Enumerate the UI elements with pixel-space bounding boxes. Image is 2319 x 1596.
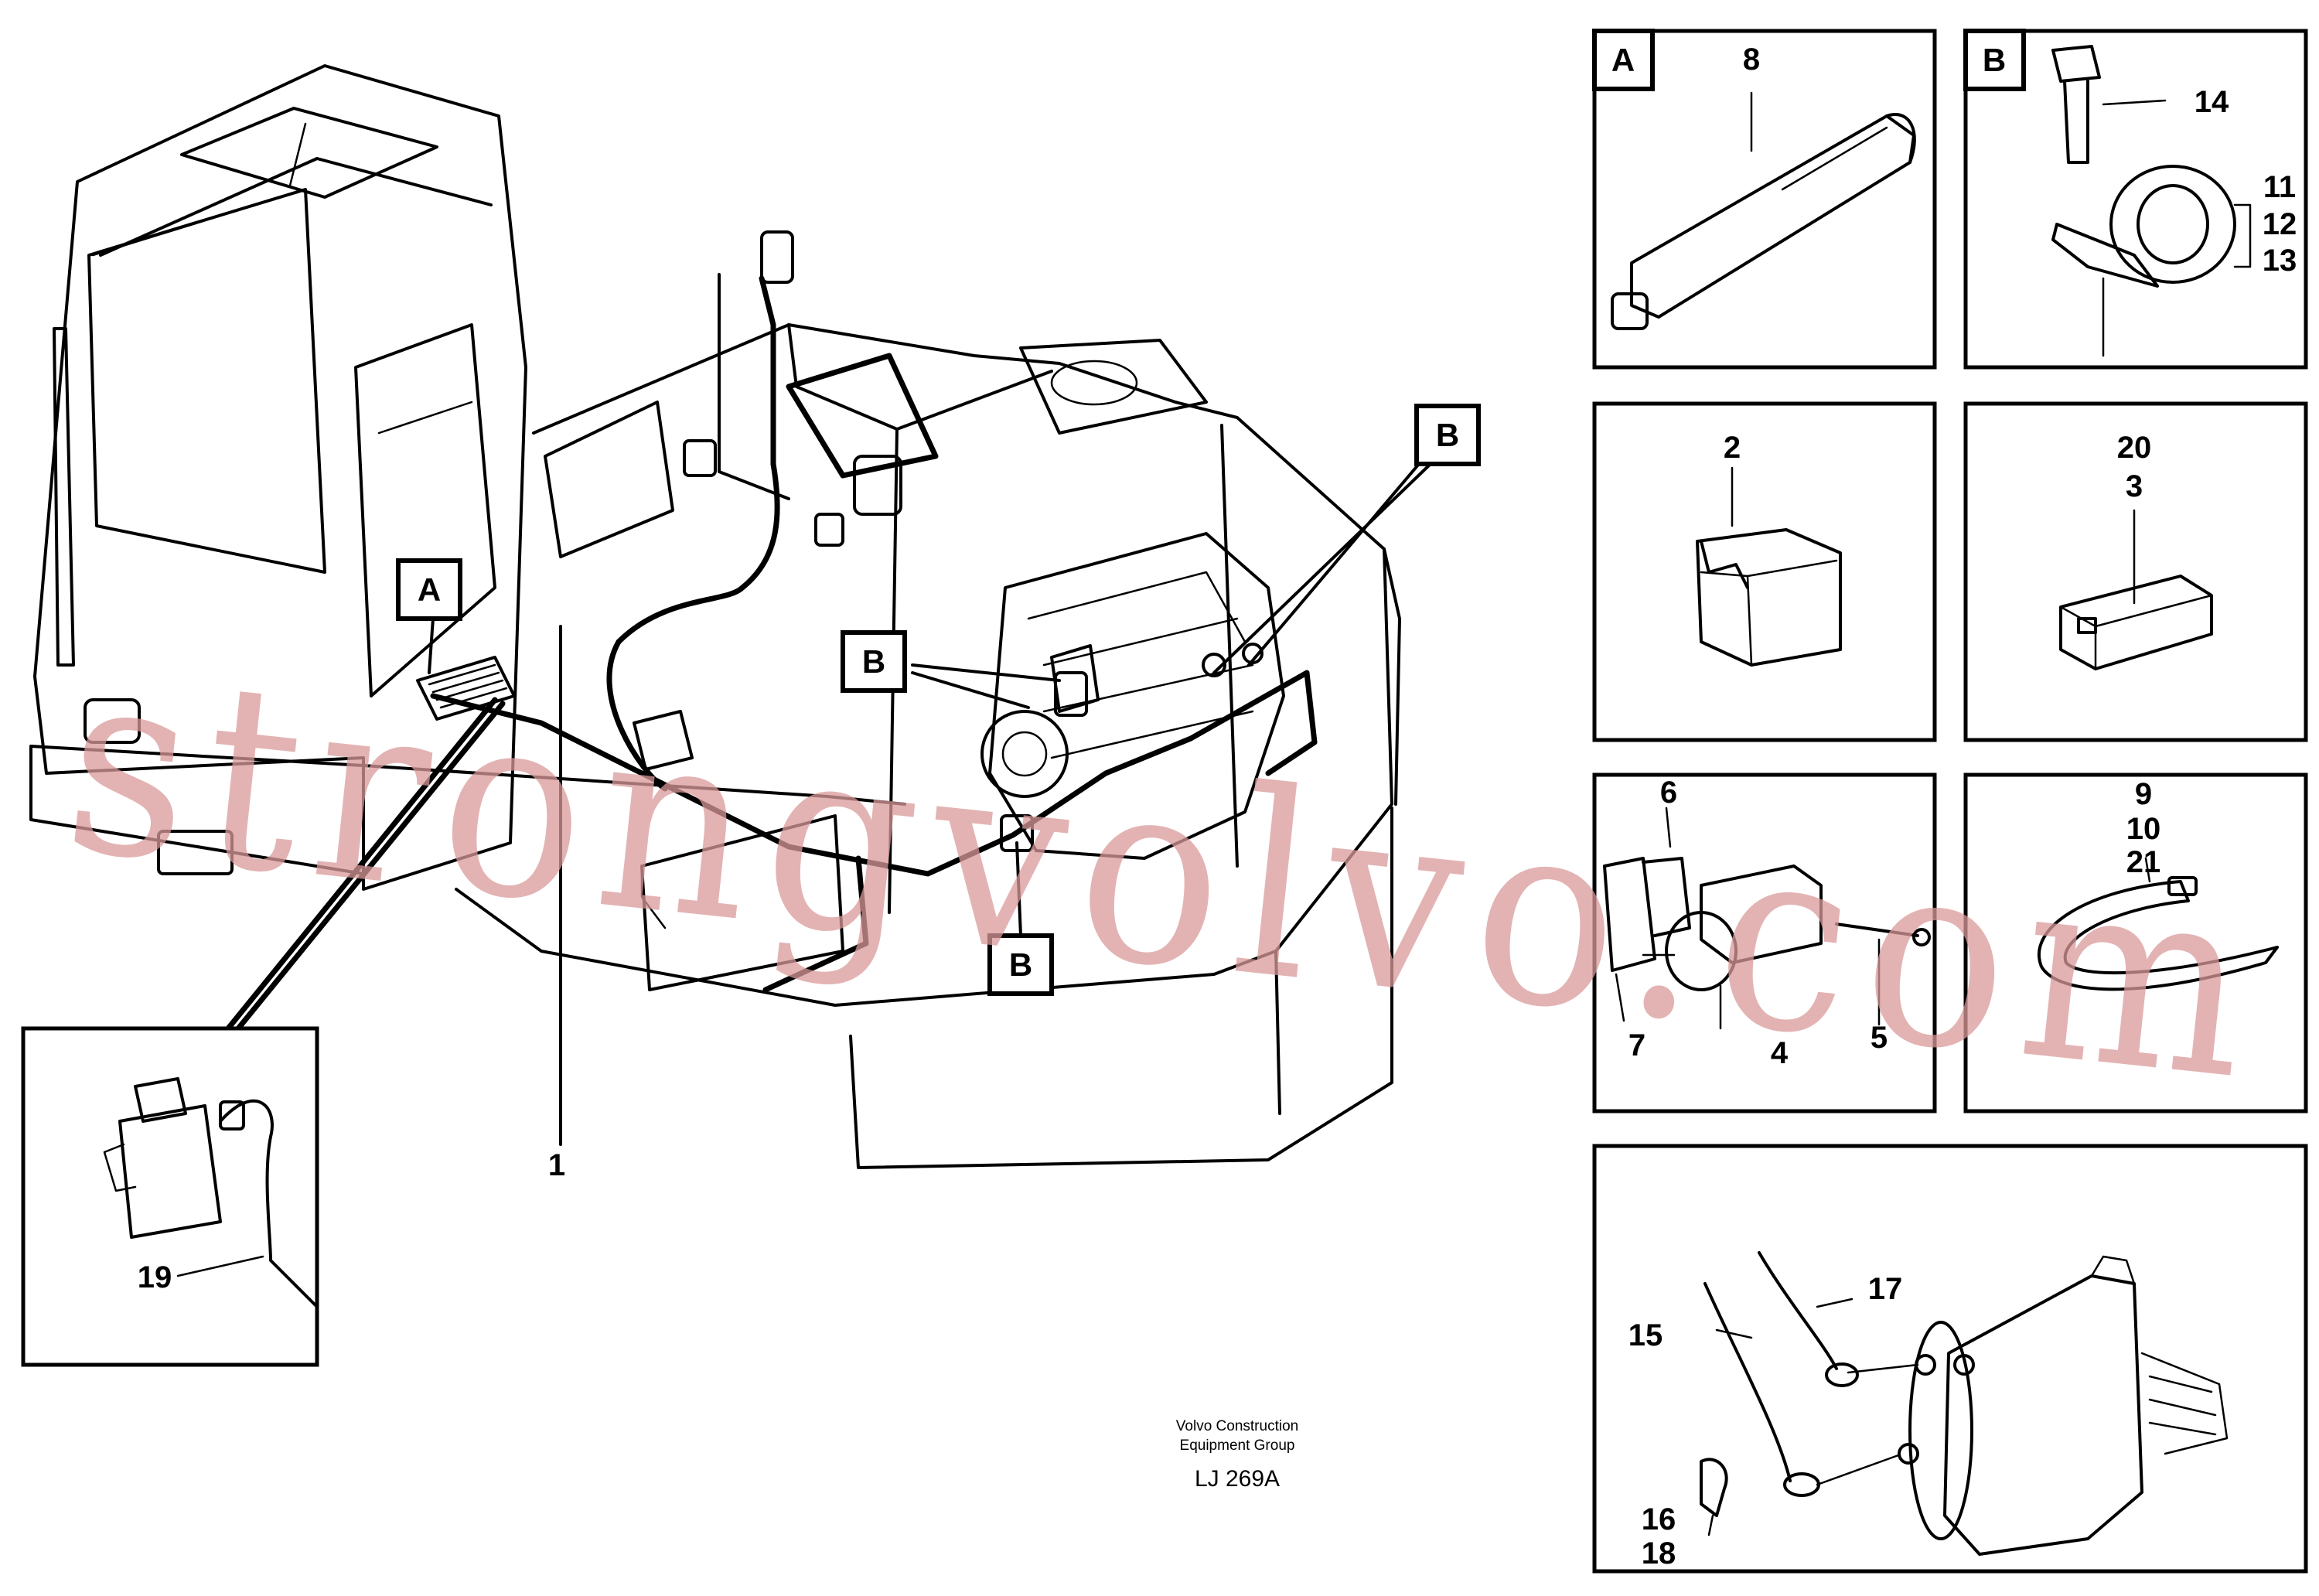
detail-panel-6-label-15: 15 (1628, 1318, 1663, 1352)
label-harness-1: 1 (548, 1148, 565, 1182)
inset-reservoir: 19 (21, 1026, 319, 1367)
detail-panel-4-label-7: 7 (1628, 1028, 1645, 1062)
detail-panel-5-label-10: 10 (2126, 812, 2161, 846)
callout-b-mid: B (841, 630, 907, 693)
detail-panel-4-label-6: 6 (1660, 776, 1677, 810)
detail-panel-4-label-5: 5 (1871, 1021, 1888, 1055)
callout-b-mid-label: B (862, 643, 885, 680)
detail-panel-b-tag: B (1983, 42, 2006, 78)
footer-code: LJ 269A (1195, 1466, 1280, 1492)
footer-line1: Volvo Construction (1176, 1418, 1298, 1434)
watermark-text: strongvolvo.com (54, 612, 2277, 1137)
detail-panel-a: A 8 (1592, 29, 1937, 370)
callout-a-main-label: A (418, 571, 441, 608)
detail-panel-3-label-3: 3 (2126, 469, 2143, 503)
detail-panel-4-label-4: 4 (1771, 1036, 1789, 1070)
detail-panel-b-label-13: 13 (2263, 244, 2297, 278)
detail-panel-6-label-16: 16 (1642, 1502, 1676, 1536)
callout-a-main: A (396, 558, 462, 621)
detail-panel-3-label-20: 20 (2117, 431, 2152, 465)
detail-panel-3: 20 3 (1963, 401, 2308, 742)
detail-panel-b: B 14 11 12 13 (1963, 29, 2308, 370)
callout-b-bottom-label: B (1009, 946, 1032, 983)
inset-reservoir-label-19: 19 (138, 1260, 172, 1294)
detail-panel-5: 9 10 21 (1963, 772, 2308, 1113)
detail-panel-b-label-12: 12 (2263, 207, 2297, 241)
detail-panel-a-tag: A (1611, 42, 1635, 78)
footer: Volvo Construction Equipment Group LJ 26… (1176, 1418, 1298, 1492)
callout-b-bottom: B (987, 933, 1054, 996)
detail-panel-b-label-14: 14 (2195, 85, 2229, 119)
detail-panel-2: 2 (1592, 401, 1937, 742)
detail-panel-b-label-11: 11 (2263, 170, 2296, 204)
excavator-illustration (29, 64, 1432, 1169)
detail-panel-6-label-17: 17 (1868, 1272, 1903, 1306)
detail-panel-2-label-2: 2 (1724, 431, 1741, 465)
detail-panel-5-label-9: 9 (2135, 777, 2152, 811)
footer-line2: Equipment Group (1180, 1437, 1295, 1454)
callout-b-top: B (1414, 404, 1481, 466)
detail-panel-6-label-18: 18 (1642, 1536, 1676, 1570)
detail-panel-a-label-8: 8 (1743, 43, 1760, 77)
callout-b-top-label: B (1436, 417, 1459, 453)
detail-panel-6: 17 15 16 18 (1592, 1144, 2308, 1574)
detail-panel-5-label-21: 21 (2126, 845, 2161, 879)
detail-panel-4: 6 7 4 5 (1592, 772, 1937, 1113)
